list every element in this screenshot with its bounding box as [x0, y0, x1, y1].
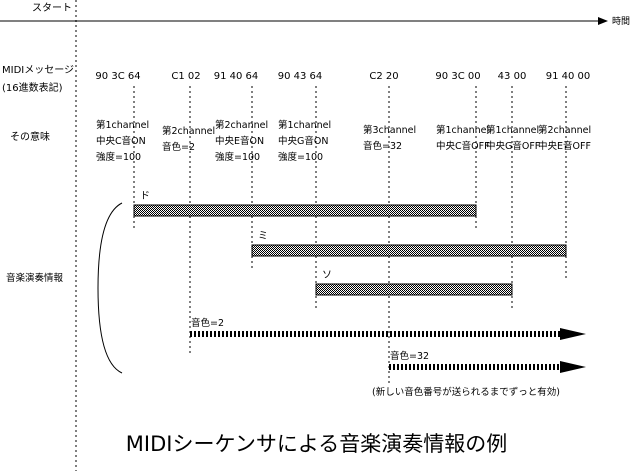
program-note: (新しい音色番号が送られるまでずっと有効) [372, 387, 560, 398]
meaning-line: 中央G音OFF [486, 141, 541, 152]
note-label: ソ [322, 270, 332, 281]
meaning-line: 第1channel [486, 125, 540, 136]
note-bar [315, 283, 513, 296]
event-meaning: 第1channel 中央C音ON 強度=100 [96, 118, 149, 166]
time-label: 時間 [612, 17, 631, 27]
meaning-line: 中央C音OFF [436, 141, 490, 152]
meaning-line: 第3channel [363, 125, 417, 136]
midi-message: 43 00 [497, 71, 527, 82]
midi-message: 90 3C 64 [95, 71, 141, 82]
meaning-line: 強度=100 [96, 152, 142, 163]
meaning-line: 第2channel [162, 126, 216, 137]
caption: MIDIシーケンサによる音楽演奏情報の例 [125, 432, 508, 456]
program-arrowhead [560, 328, 586, 340]
midi-message: 91 40 00 [545, 71, 591, 82]
meaning-line: 中央E音OFF [538, 141, 591, 152]
midi-message: C2 20 [369, 71, 399, 82]
meaning-line: 第2channel [215, 120, 269, 131]
meaning-line: 第1channel [436, 125, 490, 136]
meaning-line: 第1channel [278, 120, 332, 131]
meaning-row-label: その意味 [10, 132, 50, 143]
message-row-sublabel: (16進数表記) [2, 83, 63, 94]
event-meaning: 第2channel 中央E音ON 強度=100 [215, 118, 268, 166]
event-meaning: 第1channel 中央C音OFF [436, 123, 490, 155]
meaning-line: 中央C音ON [96, 136, 146, 147]
event-meaning: 第2channel 音色=2 [162, 124, 215, 156]
event-meaning: 第1channel 中央G音ON 強度=100 [278, 118, 331, 166]
note-bar [251, 244, 567, 257]
note-label: ド [140, 191, 150, 202]
bracket [97, 202, 123, 374]
event-meaning: 第2channel 中央E音OFF [538, 123, 591, 155]
time-axis-arrowhead [598, 17, 608, 25]
program-arrowhead [560, 361, 586, 373]
meaning-line: 第1channel [96, 120, 150, 131]
note-bar [133, 204, 477, 217]
midi-message: 91 40 64 [213, 71, 259, 82]
meaning-line: 強度=100 [278, 152, 324, 163]
meaning-line: 第2channel [538, 125, 592, 136]
performance-row-label: 音楽演奏情報 [6, 273, 64, 284]
meaning-line: 強度=100 [215, 152, 261, 163]
meaning-line: 中央G音ON [278, 136, 329, 147]
meaning-line: 音色=32 [363, 141, 403, 152]
program-label: 音色=32 [390, 351, 430, 362]
note-label: ミ [258, 231, 268, 242]
start-label: スタート [32, 3, 72, 14]
meaning-line: 中央E音ON [215, 136, 265, 147]
message-row-label: MIDIメッセージ [2, 65, 75, 76]
program-label: 音色=2 [191, 318, 225, 329]
midi-message: 90 43 64 [277, 71, 323, 82]
midi-message: C1 02 [171, 71, 201, 82]
event-meaning: 第3channel 音色=32 [363, 123, 416, 155]
midi-message: 90 3C 00 [435, 71, 481, 82]
event-meaning: 第1channel 中央G音OFF [486, 123, 540, 155]
meaning-line: 音色=2 [162, 142, 196, 153]
